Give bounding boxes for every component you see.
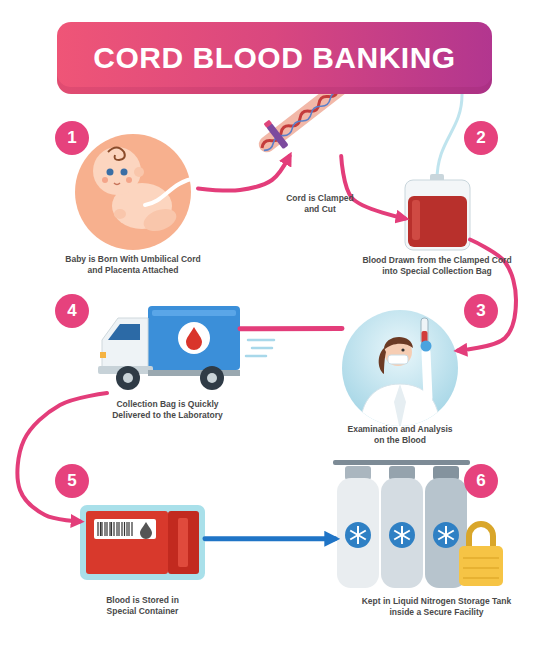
truck-cargo [148,306,240,370]
baby-head [93,147,141,195]
lock-shackle [469,524,493,548]
test-tube [421,318,428,344]
blood-drop [186,327,202,350]
flow-arrow [17,393,107,522]
bag-highlight [412,200,420,240]
baby-eye [107,169,114,176]
baby-cheek [126,177,132,183]
title-banner: CORD BLOOD BANKING [57,22,492,94]
container-frame [80,505,205,580]
scientist-eye [401,348,404,351]
callout-number: 5 [55,464,89,498]
nitrogen-tank [381,478,423,588]
baby-eye [121,169,128,176]
womb-circle [75,134,191,250]
tank-cap [433,466,459,480]
speed-line [248,339,274,342]
padlock [459,546,503,586]
flow-arrow [205,536,335,541]
wheel-hub [123,373,133,383]
snowflake [394,526,410,544]
container-body [86,511,168,574]
step-caption: Blood Drawn from the Clamped Cord into S… [361,255,513,277]
tanks-illustration [333,460,503,588]
scientist-figure [360,318,440,430]
step-caption: Collection Bag is Quickly Delivered to t… [100,399,235,421]
storage-step: Blood is Stored in Special Container [80,505,205,580]
tank-rail [333,460,470,465]
snowflake-badge [345,522,371,548]
container-handle [168,511,199,574]
baby-leg [141,205,180,235]
cord-step: Cord is Clamped and Cut [250,38,402,156]
glove [421,341,432,352]
baby-hair [108,148,125,161]
speed-line [252,347,272,350]
baby-ear [134,167,144,177]
barcode [98,522,132,536]
drop-badge [178,322,210,354]
truck-cab [102,318,148,372]
tank-cap [345,466,371,480]
callout-number: 4 [55,294,89,328]
collection-bag [405,180,470,250]
scientist-ponytail [379,348,386,374]
flow-arrow [341,156,405,219]
wheel-hub [207,373,217,383]
headlight [100,352,106,358]
step-caption: Examination and Analysis on the Blood [345,424,455,446]
scientist-hair [384,337,413,350]
analysis-step: Examination and Analysis on the Blood [342,310,458,426]
snowflake [438,526,454,544]
cord-clamp [266,123,289,149]
collection-step: Blood Drawn from the Clamped Cord into S… [405,180,470,250]
birth-step: Baby is Born With Umbilical Cord and Pla… [68,132,198,252]
freezing-step: Kept in Liquid Nitrogen Storage Tank ins… [335,462,465,590]
container-illustration [80,505,205,580]
container-label [94,519,156,539]
flow-arrow [198,156,290,190]
coat-collar [394,384,406,430]
lab-illustration [342,310,458,430]
callout-number: 3 [464,294,498,328]
speed-line [246,355,266,358]
tank-cap [389,466,415,480]
flow-arrow [240,326,342,331]
baby-illustration [75,134,196,250]
cargo-stripe [152,310,236,316]
truck-illustration [98,306,274,390]
wheel [200,366,224,390]
face-mask [388,355,408,364]
callout-number: 6 [464,464,498,498]
snowflake-badge [433,522,459,548]
handle-bar [178,518,188,567]
callout-number: 1 [55,121,89,155]
windshield [108,324,140,340]
scientist-arm [426,352,428,398]
wheel [116,366,140,390]
step-caption: Blood is Stored in Special Container [95,595,190,617]
step-caption: Cord is Clamped and Cut [280,193,360,215]
bag-blood [408,196,467,247]
delivery-step: Collection Bag is Quickly Delivered to t… [100,305,240,393]
lock-lines [463,558,499,578]
step-caption: Kept in Liquid Nitrogen Storage Tank ins… [359,596,514,618]
step-caption: Baby is Born With Umbilical Cord and Pla… [63,254,203,276]
snowflake [350,526,366,544]
snowflake-badge [389,522,415,548]
chassis [148,370,240,376]
callout-number: 2 [464,121,498,155]
nitrogen-tank [337,478,379,588]
baby-cheek [102,177,108,183]
baby-mouth [114,183,120,185]
umbilical-cord [145,178,196,205]
clamp-tip [264,120,273,128]
baby-hand [114,209,126,219]
label-drop [140,522,152,539]
